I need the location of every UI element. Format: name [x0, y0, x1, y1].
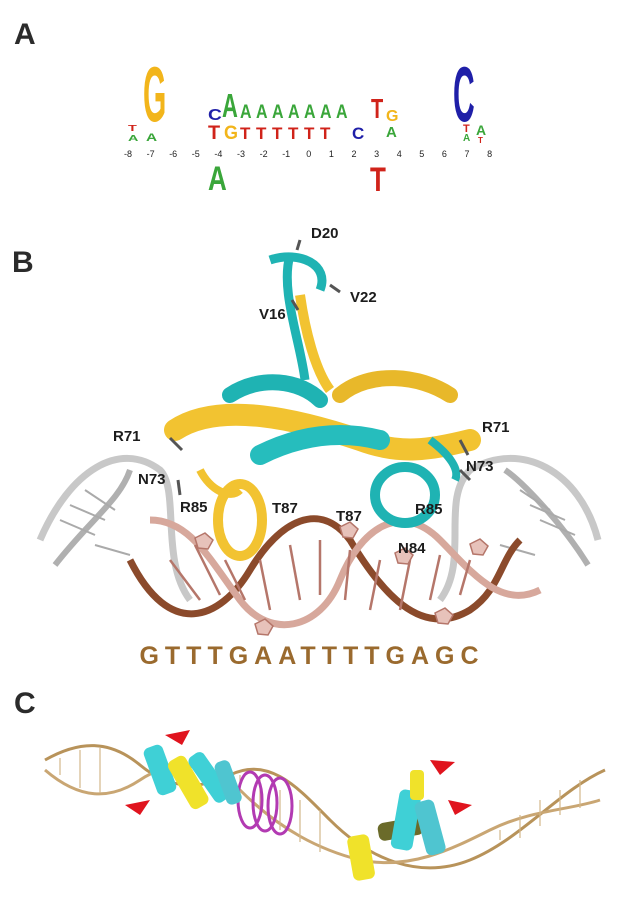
side-chains	[168, 239, 472, 496]
logo-letter-c: C	[453, 51, 475, 138]
logo-letters-below: A T	[208, 161, 386, 199]
logo-position-label: 7	[464, 149, 469, 159]
logo-letter-g: G	[386, 108, 398, 125]
logo-letters-above: T A G A C T A G A T A T A T A T A T A T …	[128, 51, 486, 145]
protein-dimer-left	[125, 730, 242, 815]
logo-letter-a: A	[208, 161, 227, 198]
logo-letter-a: A	[320, 101, 332, 123]
logo-letter-c: C	[352, 124, 364, 143]
logo-letter-a: A	[476, 122, 486, 138]
logo-position-label: 3	[374, 149, 379, 159]
panel-label-a: A	[14, 18, 36, 51]
dna-sequence: GTTTGAATTTTGAGC	[139, 642, 485, 670]
logo-letter-t: T	[478, 136, 483, 145]
logo-position-label: -4	[214, 149, 222, 159]
dna-backbone-left	[36, 455, 193, 603]
dna-bases-brown	[169, 540, 472, 611]
panel-label-c: C	[14, 687, 36, 720]
dna-helix-long-2	[44, 764, 601, 865]
dna-magenta-segment	[236, 770, 294, 836]
logo-letter-t: T	[128, 124, 138, 133]
dna-backbone-left-2	[52, 468, 133, 567]
logo-position-label: -3	[237, 149, 245, 159]
logo-letter-t: T	[463, 123, 470, 135]
logo-letter-a: A	[463, 133, 470, 144]
logo-letter-t: T	[288, 124, 299, 143]
residue-label-d20: D20	[311, 225, 339, 242]
logo-tick-labels: -8 -7 -6 -5 -4 -3 -2 -1 0 1 2 3 4 5 6 7 8	[124, 149, 492, 159]
logo-letter-t: T	[208, 122, 220, 144]
logo-position-label: 4	[397, 149, 402, 159]
logo-position-label: -7	[147, 149, 155, 159]
logo-letter-a: A	[336, 101, 348, 123]
residue-label-r85-right: R85	[415, 501, 443, 518]
logo-letter-c: C	[208, 106, 222, 124]
dna-sugar-rings	[194, 521, 489, 636]
logo-position-label: -2	[260, 149, 268, 159]
residue-label-r71-right: R71	[482, 419, 510, 436]
residue-label-n73-right: N73	[466, 458, 494, 475]
logo-position-label: 5	[419, 149, 424, 159]
logo-position-label: 1	[329, 149, 334, 159]
residue-label-n73-left: N73	[138, 471, 166, 488]
logo-letter-a: A	[146, 131, 157, 143]
protein-dimer-right	[347, 760, 472, 881]
residue-label-v16: V16	[259, 306, 286, 323]
logo-position-label: -8	[124, 149, 132, 159]
protein-chain-cyan	[222, 252, 461, 528]
residue-label-t87-left: T87	[272, 500, 298, 517]
logo-position-label: -1	[282, 149, 290, 159]
panel-label-b: B	[12, 246, 34, 279]
residue-label-n84: N84	[398, 540, 426, 557]
logo-letter-t: T	[370, 162, 386, 199]
logo-letter-a: A	[288, 101, 300, 123]
logo-letter-a: A	[240, 101, 252, 123]
logo-letter-a: A	[386, 124, 397, 141]
logo-letter-a: A	[256, 101, 268, 123]
residue-label-t87-right: T87	[336, 508, 362, 525]
logo-position-label: -5	[192, 149, 200, 159]
logo-letter-a: A	[128, 134, 139, 143]
logo-position-label: 2	[351, 149, 356, 159]
logo-letter-t: T	[371, 94, 383, 125]
logo-letter-t: T	[256, 124, 267, 143]
logo-letter-a: A	[222, 88, 238, 124]
protein-dna-structure: D20 V16 V22 R71 R71 N73 N73 R85 R85 T87 …	[36, 225, 602, 636]
residue-label-r85-left: R85	[180, 499, 208, 516]
logo-letter-a: A	[272, 101, 284, 123]
logo-letter-a: A	[304, 101, 316, 123]
residue-label-r71-left: R71	[113, 428, 141, 445]
logo-position-label: 8	[487, 149, 492, 159]
logo-letter-t: T	[320, 124, 331, 143]
logo-position-label: 0	[306, 149, 311, 159]
dna-bases-grey	[59, 489, 576, 556]
residue-label-v22: V22	[350, 289, 377, 306]
dna-strand-light	[149, 516, 542, 629]
sequence-logo: -8 -7 -6 -5 -4 -3 -2 -1 0 1 2 3 4 5 6 7 8 T A G A C T A …	[124, 51, 492, 199]
logo-position-label: -6	[169, 149, 177, 159]
logo-letter-t: T	[272, 124, 283, 143]
dna-complex-model	[44, 730, 606, 881]
dna-helix-long-1	[44, 744, 606, 870]
logo-letter-t: T	[304, 124, 315, 143]
logo-position-label: 6	[442, 149, 447, 159]
logo-letter-g: G	[143, 51, 166, 138]
logo-letter-t: T	[240, 124, 251, 143]
logo-letter-g: G	[224, 122, 238, 144]
